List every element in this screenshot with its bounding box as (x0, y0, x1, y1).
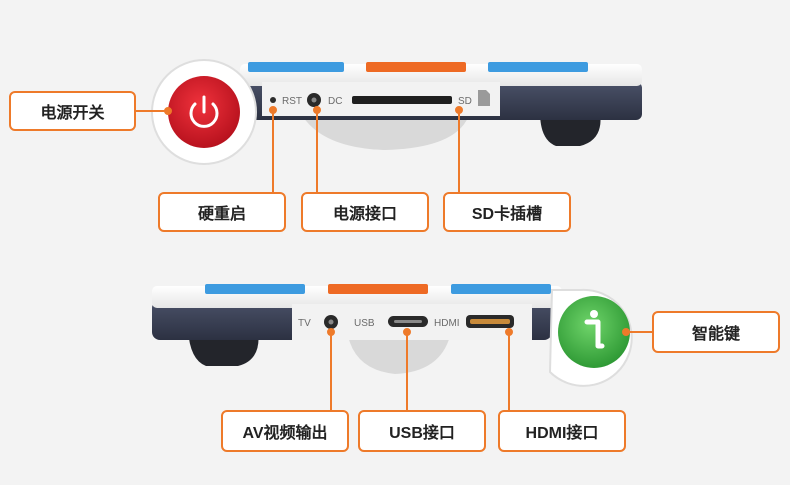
sd-slot[interactable] (352, 96, 452, 104)
top-device: RST DC SD (151, 59, 642, 165)
rst-port-label: RST (282, 96, 302, 107)
callout-smart-key: 智能键 (652, 311, 780, 353)
bottom-device: TV USB HDMI (152, 284, 633, 387)
info-icon (584, 310, 605, 349)
top-blue-button-right[interactable] (488, 62, 588, 72)
callout-usb-port: USB接口 (358, 410, 486, 452)
top-orange-button[interactable] (366, 62, 466, 72)
power-icon (189, 95, 219, 128)
top-blue-button-left[interactable] (248, 62, 344, 72)
sd-card-icon (478, 90, 490, 106)
info-button[interactable] (558, 296, 630, 368)
callout-reset: 硬重启 (158, 192, 286, 232)
hdmi-port-label: HDMI (434, 318, 460, 329)
tv-port-label: TV (298, 318, 311, 329)
reset-hole[interactable] (270, 97, 276, 103)
bottom-orange-button[interactable] (328, 284, 428, 294)
sd-port-label: SD (458, 96, 472, 107)
bottom-leader-lines (327, 328, 652, 410)
usb-port-label: USB (354, 318, 375, 329)
callout-sd-slot: SD卡插槽 (443, 192, 571, 232)
bottom-blue-button-left[interactable] (205, 284, 305, 294)
bottom-stand (348, 336, 450, 374)
bottom-blue-button-right[interactable] (451, 284, 551, 294)
top-leader-lines (136, 106, 463, 192)
dc-port-label: DC (328, 96, 342, 107)
callout-power-port: 电源接口 (301, 192, 429, 232)
callout-power-switch: 电源开关 (9, 91, 136, 131)
callout-av-output: AV视频输出 (221, 410, 349, 452)
top-stand (300, 112, 470, 150)
top-rubber-foot (540, 112, 601, 146)
callout-hdmi-port: HDMI接口 (498, 410, 626, 452)
